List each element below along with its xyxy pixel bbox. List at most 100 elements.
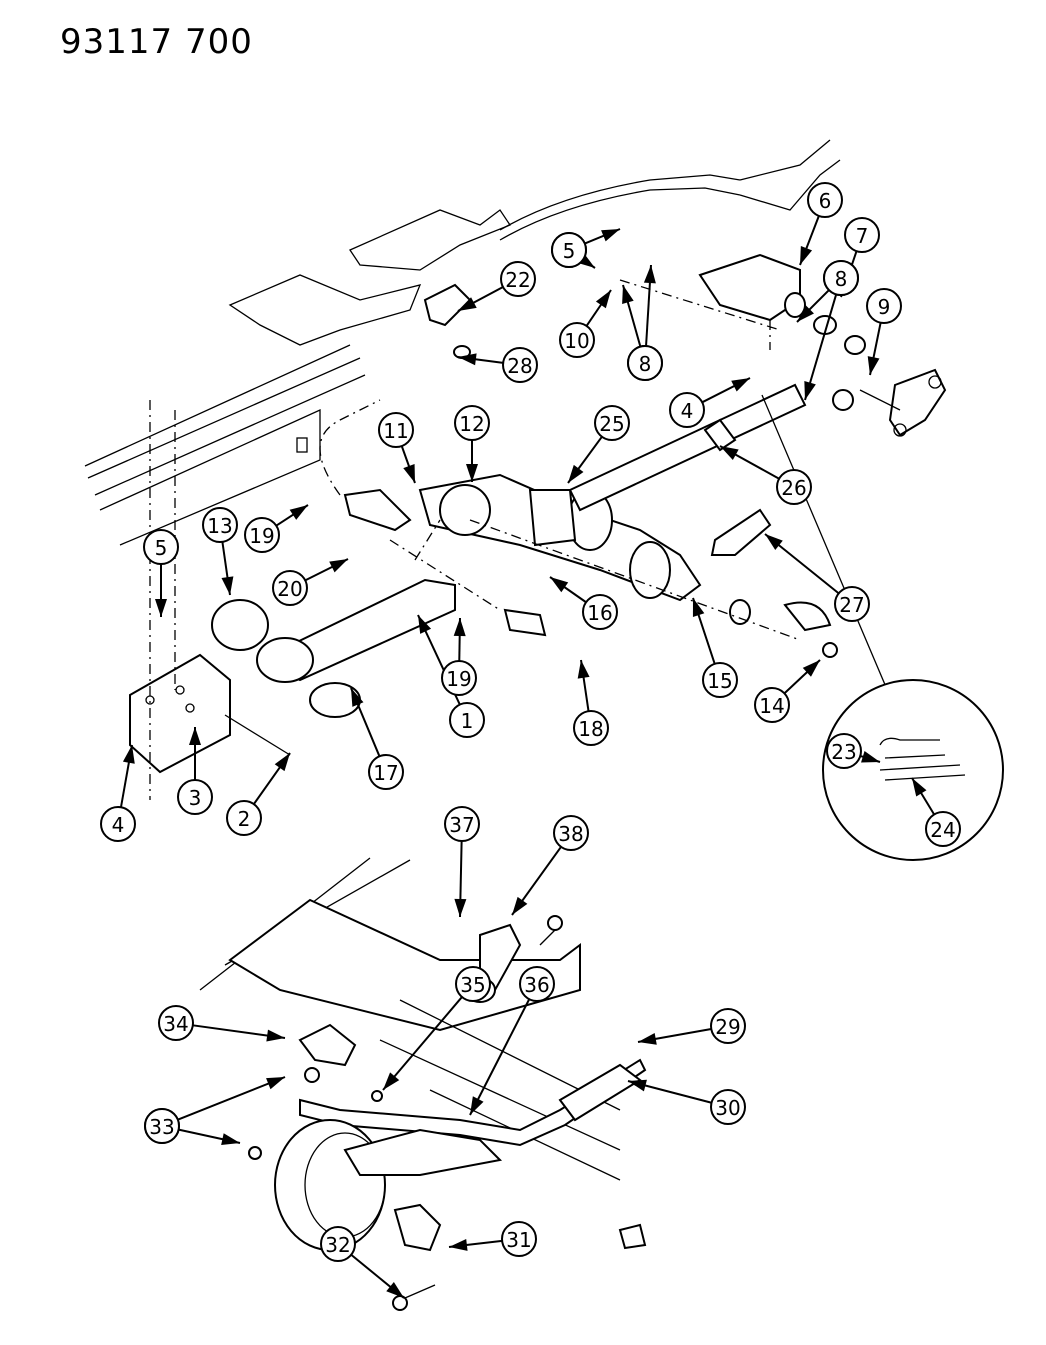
callout-circle: [807, 182, 843, 218]
callout-circle: [823, 260, 859, 296]
rear-spring-hanger: [698, 253, 866, 411]
callout-5: 5: [551, 232, 596, 269]
shock-absorber: [319, 399, 547, 637]
callout-36: 36: [469, 966, 555, 1116]
callout-label: 38: [558, 822, 583, 846]
callout-label: 19: [249, 524, 274, 548]
arrowhead-icon: [550, 577, 569, 593]
leader-line: [804, 294, 838, 401]
callout-circle: [710, 1089, 746, 1125]
callout-label: 31: [506, 1228, 531, 1252]
callout-30: 30: [627, 1079, 746, 1125]
arrowhead-icon: [266, 1029, 285, 1042]
arrowhead-icon: [643, 265, 656, 284]
callout-label: 22: [505, 268, 530, 292]
callout-circle: [551, 232, 587, 268]
callout-label: 18: [578, 717, 603, 741]
arrowhead-icon: [466, 464, 478, 482]
callout-4: 4: [100, 744, 136, 842]
callout-circle: [272, 570, 308, 606]
callout-6: 6: [799, 182, 843, 266]
callout-29: 29: [637, 1008, 746, 1045]
callout-15: 15: [692, 597, 738, 698]
callout-label: 8: [639, 352, 652, 376]
callout-label: 9: [878, 295, 891, 319]
callout-circle: [844, 217, 880, 253]
arrowhead-icon: [458, 353, 477, 366]
callout-label: 5: [563, 239, 576, 263]
callout-label: 36: [524, 973, 549, 997]
arrowhead-icon: [122, 745, 135, 764]
callout-circle: [500, 261, 536, 297]
callout-circle: [226, 800, 262, 836]
callout-label: 27: [839, 593, 864, 617]
callout-circle: [320, 1226, 356, 1262]
leader-line: [382, 996, 463, 1091]
callout-circle: [826, 733, 862, 769]
callout-circle: [455, 966, 491, 1002]
callout-13: 13: [202, 507, 238, 596]
callout-label: 15: [707, 669, 732, 693]
callout-28: 28: [457, 347, 538, 383]
callout-8: 8: [627, 264, 663, 381]
callout-circle: [144, 1108, 180, 1144]
callout-label: 11: [383, 419, 408, 443]
callout-label: 8: [835, 267, 848, 291]
callout-label: 10: [564, 329, 589, 353]
callout-25: 25: [567, 405, 630, 484]
callout-circle: [502, 347, 538, 383]
callout-label: 16: [587, 601, 612, 625]
callout-label: 28: [507, 354, 532, 378]
arrowhead-icon: [720, 446, 739, 460]
bolt: [224, 714, 291, 756]
callout-17: 17: [350, 687, 404, 790]
callout-label: 20: [277, 577, 302, 601]
callout-11: 11: [378, 412, 416, 484]
callout-label: 1: [461, 709, 474, 733]
arrowhead-icon: [383, 1072, 400, 1090]
arrowhead-icon: [470, 1096, 484, 1115]
callout-circle: [244, 517, 280, 553]
callout-16: 16: [549, 576, 618, 630]
callout-label: 5: [155, 536, 168, 560]
leaf-spring-rear: [568, 383, 807, 512]
callout-circle: [519, 966, 555, 1002]
callout-circle: [158, 1005, 194, 1041]
callout-label: 34: [163, 1012, 188, 1036]
arrowhead-icon: [622, 285, 634, 304]
callout-circle: [449, 702, 485, 738]
arrowhead-icon: [221, 576, 234, 595]
callout-circle: [441, 660, 477, 696]
callout-circle: [501, 1221, 537, 1257]
callout-circle: [378, 412, 414, 448]
callout-label: 37: [449, 813, 474, 837]
callout-label: 25: [599, 412, 624, 436]
stabilizer-bracket: [248, 1023, 442, 1311]
callout-8: 8: [804, 260, 859, 401]
callout-18: 18: [573, 659, 609, 746]
arrowhead-icon: [867, 356, 880, 375]
callout-label: 3: [189, 786, 202, 810]
callout-circle: [454, 405, 490, 441]
callout-circle: [444, 806, 480, 842]
callout-label: 12: [459, 412, 484, 436]
arrowhead-icon: [449, 1238, 468, 1251]
arrowhead-icon: [155, 599, 167, 617]
callout-label: 4: [112, 813, 125, 837]
callout-label: 29: [715, 1015, 740, 1039]
arrowhead-icon: [453, 618, 466, 637]
leaf-spring-front: [211, 578, 456, 718]
arrowhead-icon: [692, 598, 705, 617]
arrowhead-icon: [802, 660, 820, 677]
callout-12: 12: [454, 405, 490, 482]
callout-circle: [594, 405, 630, 441]
callout-circle: [702, 662, 738, 698]
callout-31: 31: [448, 1221, 537, 1257]
callout-label: 19: [446, 667, 471, 691]
callout-label: 23: [831, 740, 856, 764]
arrowhead-icon: [800, 246, 813, 265]
arrowhead-icon: [638, 1032, 657, 1045]
arrowhead-icon: [418, 615, 432, 634]
arrowhead-icon: [512, 896, 528, 915]
